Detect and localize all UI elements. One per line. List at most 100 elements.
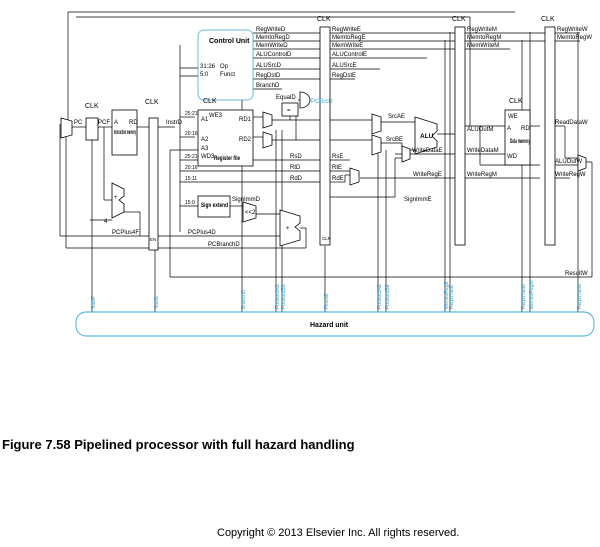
clk-label-f: CLK: [85, 103, 99, 110]
memwritem-label: MemWriteM: [467, 43, 499, 49]
dmem-wd-port: WD: [507, 154, 518, 160]
rf-rd2-port: RD2: [239, 137, 252, 143]
memtoregm-label: MemtoRegM: [467, 35, 501, 41]
forwardad-label: ForwardAD: [275, 283, 281, 309]
stalld-label: StallD: [154, 295, 160, 309]
branch-adder: [279, 209, 301, 247]
alusrce-label: ALUSrcE: [332, 63, 357, 69]
shift-left-2: [242, 201, 257, 223]
hazard-unit: [75, 311, 595, 337]
regwritem-hazard-label: RegWriteM: [521, 284, 527, 309]
register-file-title: Register file: [214, 156, 240, 162]
rte-label: RtE: [332, 165, 342, 171]
rtd-label: RtD: [290, 165, 301, 171]
memtoreg-mux: [577, 154, 587, 172]
flushe-label: FlushE: [324, 293, 330, 309]
dmem-rd-port: RD: [521, 126, 530, 132]
bits-25-21b-label: 25:21: [185, 154, 198, 160]
funct-bits-label: 5:0: [200, 72, 209, 78]
pipeline-register-em: [454, 26, 466, 246]
rf-rd1-port: RD1: [239, 117, 252, 123]
regwritew-hazard-label: RegWriteW: [577, 283, 583, 309]
writerege-label: WriteRegE: [413, 172, 442, 178]
memtoregd-label: MemtoRegD: [256, 35, 290, 41]
rf-wd3-port: WD3: [201, 154, 215, 160]
pc-label: PC: [74, 120, 83, 126]
clk-label-d: CLK: [145, 99, 159, 106]
forwardae-mux: [371, 113, 382, 135]
clk-label-regfile: CLK: [203, 98, 217, 105]
pipeline-register-fd: [148, 117, 159, 251]
dmem-a-port: A: [507, 126, 511, 132]
memwritee-label: MemWriteE: [332, 43, 363, 49]
alucontrold-label: ALUControlD: [256, 52, 292, 58]
bits-20-16b-label: 20:16: [185, 165, 198, 171]
writedatae-label: WriteDataE: [412, 148, 443, 154]
instr-mem-title: Instruction memory: [114, 130, 136, 136]
control-unit-title: Control Unit: [209, 38, 250, 45]
data-memory: [504, 109, 531, 166]
pipeline-register-de: [319, 26, 331, 246]
hazard-unit-title: Hazard unit: [310, 322, 349, 329]
bits-15-0-label: 15:0: [185, 200, 195, 206]
imem-a-port: A: [114, 120, 118, 126]
regwritem-label: RegWriteM: [467, 27, 497, 33]
pcf-label: PCF: [98, 120, 110, 126]
readdataw-label: ReadDataW: [555, 120, 588, 126]
memtorege-hazard-label: MemtoRegE: [444, 281, 450, 309]
pcbranchd-label: PCBranchD: [208, 242, 240, 248]
regwrited-label: RegWriteD: [256, 27, 286, 33]
branch-adder-plus: +: [286, 226, 290, 232]
rsd-label: RsD: [290, 154, 302, 160]
rf-a2-port: A2: [201, 137, 209, 143]
clr-label-de: CLR: [322, 236, 332, 241]
pc-adder: [111, 182, 125, 219]
alu: [414, 116, 438, 155]
equal-comparator: [281, 102, 299, 117]
rf-a1-port: A1: [201, 117, 209, 123]
register-file: [197, 109, 254, 167]
srcae-label: SrcAE: [388, 114, 405, 120]
copyright-notice: Copyright © 2013 Elsevier Inc. All right…: [217, 527, 460, 539]
pc-register: [85, 117, 99, 141]
writeregm-label: WriteRegM: [467, 172, 497, 178]
alu-label: ALU: [420, 133, 434, 140]
op-label: Op: [220, 64, 229, 70]
pcplus4d-label: PCPlus4D: [188, 230, 216, 236]
data-memory-title: Data memory: [510, 139, 530, 145]
instruction-memory: [111, 109, 138, 156]
pcsrc-mux: [60, 117, 73, 139]
forwardbe-label: ForwardBE: [385, 283, 391, 309]
regdstd-label: RegDstD: [256, 73, 281, 79]
funct-label: Funct: [220, 72, 235, 78]
forwardad-mux: [262, 111, 273, 129]
alucontrole-label: ALUControlE: [332, 52, 367, 58]
srcbe-label: SrcBE: [386, 137, 403, 143]
imem-rd-port: RD: [129, 120, 138, 126]
memwrited-label: MemWriteD: [256, 43, 288, 49]
pipelined-processor-diagram: Control Unit 31:26 5:0 Op Funct RegWrite…: [59, 11, 595, 337]
signimmd-label: SignImmD: [232, 197, 261, 203]
clk-label-w: CLK: [541, 16, 555, 23]
dmem-we-port: WE: [508, 114, 518, 120]
regdste-label: RegDstE: [332, 73, 356, 79]
forwardbd-label: ForwardBD: [281, 283, 287, 309]
clk-label-m: CLK: [452, 16, 466, 23]
resultw-label: ResultW: [565, 271, 588, 277]
sign-extend: [197, 195, 231, 218]
bits-25-21-label: 25:21: [185, 111, 198, 117]
branchd-label: BranchD: [256, 83, 280, 89]
sign-extend-title: Sign extend: [201, 203, 228, 209]
writedatam-label: WriteDataM: [467, 148, 499, 154]
regwritee-hazard-label: RegWriteE: [449, 284, 455, 309]
alusrcd-label: ALUSrcD: [256, 63, 282, 69]
stallf-label: StallF: [91, 296, 97, 309]
instrd-label: InstrD: [166, 120, 183, 126]
rf-we3-port: WE3: [209, 113, 223, 119]
const-four-label: 4: [104, 219, 108, 225]
en-label-fd: EN: [150, 237, 156, 242]
pcplus4f-label: PCPlus4F: [112, 230, 139, 236]
pcsrc-and-gate: [299, 91, 311, 109]
signimme-label: SignImmE: [404, 197, 432, 203]
regdst-mux: [349, 167, 360, 186]
